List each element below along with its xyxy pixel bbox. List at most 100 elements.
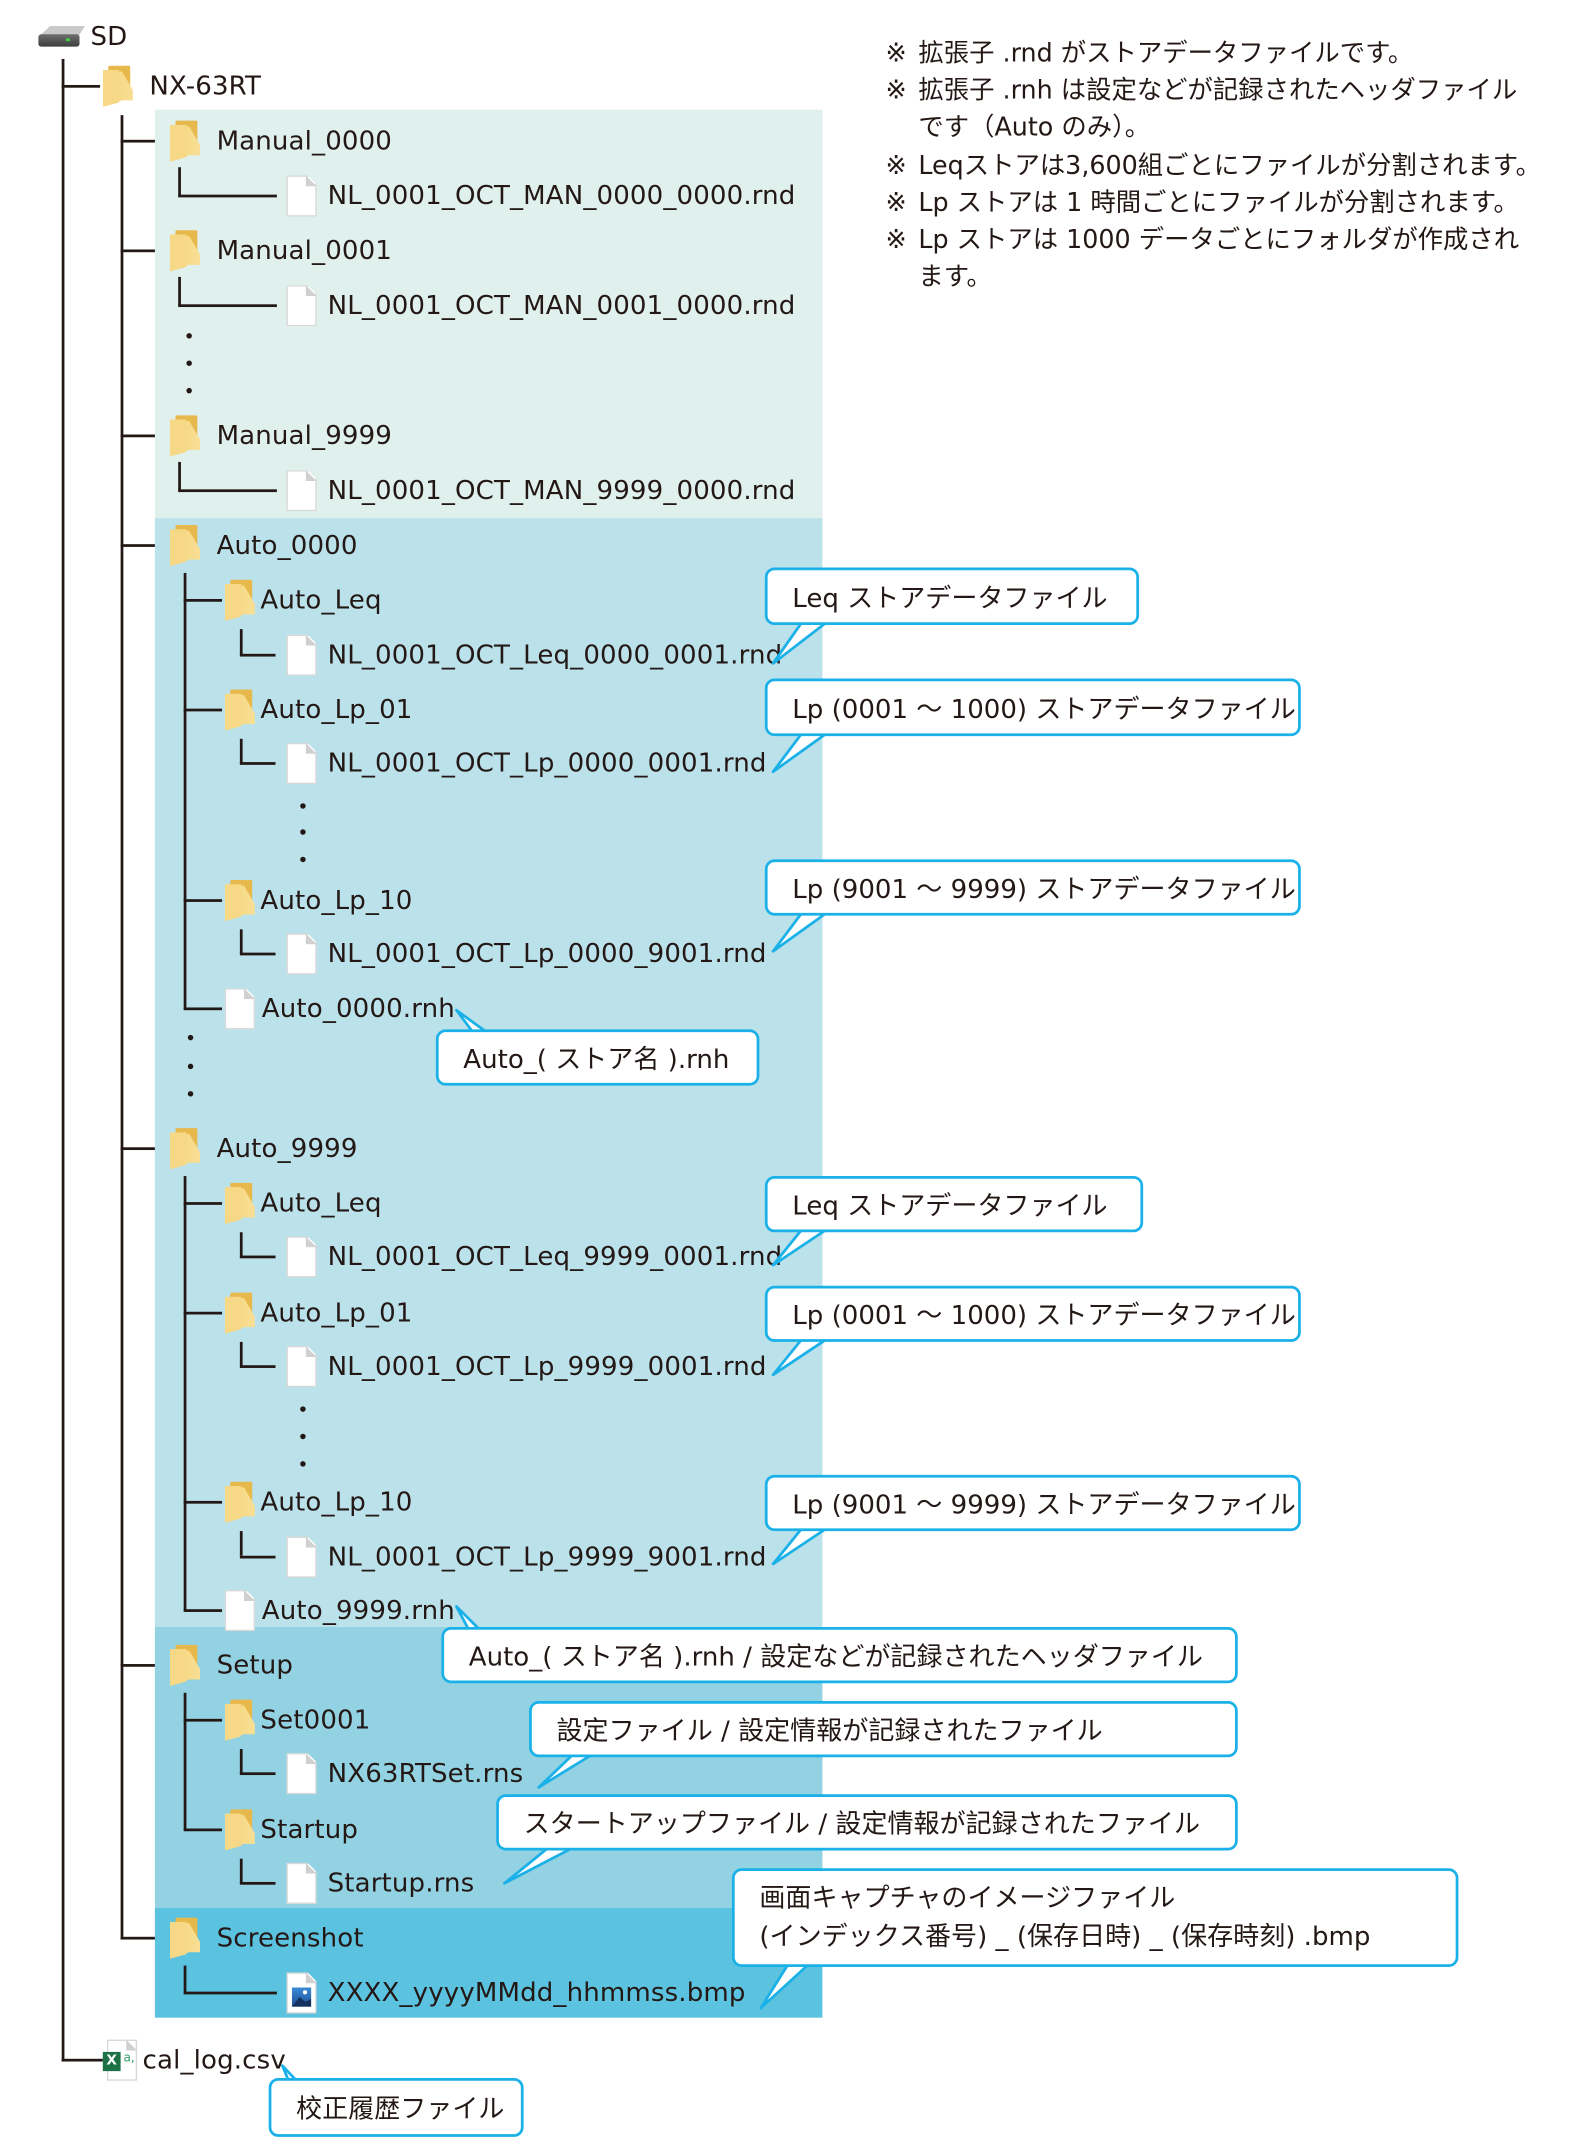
- tree-branch: [120, 1147, 155, 1151]
- callout-lp10-9999: Lp (9001 ～ 9999) ストアデータファイル: [764, 1474, 1301, 1532]
- folder-icon: [169, 230, 201, 272]
- file-icon: [286, 634, 317, 676]
- item-label: NX63RTSet.rns: [327, 1758, 524, 1789]
- tree-item-folder[interactable]: Manual_0001: [169, 230, 393, 272]
- tree-item-folder[interactable]: Screenshot: [169, 1917, 364, 1959]
- note-text: Lp ストアは 1000 データごとにフォルダが作成され: [918, 226, 1520, 255]
- tree-branch: [120, 1936, 155, 1940]
- item-label: SD: [90, 21, 128, 53]
- tree-branch: [239, 1555, 276, 1559]
- tree-item-file[interactable]: NL_0001_OCT_Lp_0000_0001.rnd: [286, 742, 767, 785]
- tree-line: [178, 461, 181, 491]
- tree-item-folder[interactable]: Auto_Lp_01: [224, 1292, 413, 1334]
- tree-item-folder[interactable]: Auto_9999: [169, 1128, 358, 1170]
- tree-item-file[interactable]: Startup.rns: [286, 1862, 475, 1904]
- tree-branch: [239, 653, 276, 657]
- note-lp-split: ※Lp ストアは 1 時間ごとにファイルが分割されます。: [885, 185, 1518, 222]
- tree-item-file[interactable]: NX63RTSet.rns: [286, 1753, 524, 1795]
- tree-branch: [239, 952, 276, 956]
- folder-icon: [224, 1292, 255, 1334]
- callout-leq-9999: Leq ストアデータファイル: [764, 1176, 1144, 1233]
- tree-item-file[interactable]: Auto_9999.rnh: [224, 1590, 455, 1632]
- tree-item-file[interactable]: NL_0001_OCT_Leq_0000_0001.rnd: [286, 634, 782, 676]
- tree-item-folder[interactable]: Setup: [169, 1644, 293, 1686]
- tree-line: [239, 738, 243, 764]
- note-text: Lp ストアは 1 時間ごとにファイルが分割されます。: [918, 189, 1519, 218]
- callout-lp01-0000: Lp (0001 ～ 1000) ストアデータファイル: [764, 678, 1301, 737]
- tree-line: [183, 1692, 187, 1830]
- callout-lp01-9999: Lp (0001 ～ 1000) ストアデータファイル: [764, 1285, 1301, 1342]
- tree-item-file[interactable]: NL_0001_OCT_MAN_0000_0000.rnd: [286, 175, 796, 217]
- tree-item-folder[interactable]: Auto_0000: [169, 524, 358, 567]
- tree-line: [239, 1858, 243, 1884]
- file-icon: [286, 285, 317, 327]
- tree-item-folder[interactable]: Set0001: [224, 1699, 371, 1741]
- tree-item-file[interactable]: NL_0001_OCT_Leq_9999_0001.rnd: [286, 1236, 782, 1278]
- tree-line: [239, 1232, 243, 1257]
- tree-item-file[interactable]: NL_0001_OCT_Lp_0000_9001.rnd: [286, 933, 766, 975]
- tree-item-device-folder[interactable]: NX-63RT: [102, 65, 261, 107]
- callout-lp10-0000: Lp (9001 ～ 9999) ストアデータファイル: [764, 859, 1301, 916]
- callout-set-file: 設定ファイル / 設定情報が記録されたファイル: [529, 1701, 1238, 1758]
- tree-item-folder[interactable]: Auto_Lp_10: [224, 879, 413, 922]
- item-label: Auto_Lp_10: [260, 885, 413, 916]
- folder-icon: [169, 120, 201, 162]
- item-label: NL_0001_OCT_MAN_0000_0000.rnd: [327, 180, 796, 212]
- item-label: NL_0001_OCT_Lp_0000_0001.rnd: [327, 748, 767, 779]
- file-icon: [286, 175, 317, 217]
- tree-item-folder[interactable]: Auto_Lp_10: [224, 1481, 413, 1523]
- callout-text: 画面キャプチャのイメージファイル: [759, 1883, 1176, 1914]
- tree-branch: [183, 1311, 223, 1315]
- tree-item-sd[interactable]: SD: [38, 16, 127, 57]
- tree-branch: [61, 84, 101, 88]
- callout-screenshot-file: 画面キャプチャのイメージファイル (インデックス番号) _ (保存日時) _ (…: [731, 1868, 1459, 1967]
- callout-text: (インデックス番号) _ (保存日時) _ (保存時刻) .bmp: [759, 1921, 1371, 1952]
- note-lp-folder: ※Lp ストアは 1000 データごとにフォルダが作成され ます。: [885, 222, 1519, 296]
- tree-branch: [183, 708, 223, 712]
- tree-item-file[interactable]: Auto_0000.rnh: [224, 988, 455, 1030]
- tree-item-folder[interactable]: Manual_9999: [169, 415, 392, 457]
- tree-item-file[interactable]: NL_0001_OCT_Lp_9999_0001.rnd: [286, 1346, 766, 1388]
- callout-startup-file: スタートアップファイル / 設定情報が記録されたファイル: [496, 1794, 1238, 1851]
- note-leq-split: ※Leqストアは3,600組ごとにファイルが分割されます。: [885, 148, 1541, 185]
- tree-item-folder[interactable]: Auto_Lp_01: [224, 689, 413, 731]
- item-label: Auto_0000: [216, 530, 358, 561]
- folder-icon: [224, 1481, 255, 1523]
- tree-item-folder[interactable]: Auto_Leq: [224, 1182, 382, 1225]
- file-icon: [286, 470, 317, 512]
- callout-cal-log: 校正履歴ファイル: [268, 2077, 524, 2137]
- ellipsis-dot: [187, 1034, 194, 1041]
- tree-item-folder[interactable]: Auto_Leq: [224, 579, 382, 621]
- note-mark: ※: [885, 152, 907, 181]
- folder-icon: [224, 879, 255, 922]
- tree-item-file[interactable]: NL_0001_OCT_Lp_9999_9001.rnd: [286, 1536, 766, 1578]
- sd-card-icon: [38, 26, 85, 48]
- tree-line: [239, 1531, 243, 1556]
- file-icon: [286, 1536, 317, 1578]
- item-label: XXXX_yyyyMMdd_hhmmss.bmp: [327, 1977, 746, 2009]
- tree-item-file[interactable]: NL_0001_OCT_MAN_9999_0000.rnd: [286, 470, 795, 512]
- item-label: Startup.rns: [327, 1868, 475, 1899]
- tree-item-file[interactable]: NL_0001_OCT_MAN_0001_0000.rnd: [286, 285, 795, 327]
- item-label: Manual_0000: [216, 126, 393, 157]
- note-rnd-extension: ※拡張子 .rnd がストアデータファイルです。: [885, 36, 1413, 73]
- tree-item-folder[interactable]: Startup: [224, 1809, 358, 1851]
- callout-text: 校正履歴ファイル: [296, 2094, 505, 2125]
- folder-icon: [224, 579, 255, 621]
- tree-item-folder[interactable]: Manual_0000: [169, 120, 393, 162]
- tree-branch: [183, 1828, 223, 1832]
- item-label: Auto_9999.rnh: [261, 1595, 455, 1626]
- folder-icon: [169, 1917, 201, 1959]
- tree-branch: [178, 489, 277, 493]
- callout-text: Lp (9001 ～ 9999) ストアデータファイル: [792, 1489, 1296, 1521]
- folder-icon: [169, 1644, 201, 1686]
- item-label: Set0001: [260, 1705, 371, 1736]
- item-label: Manual_0001: [216, 235, 393, 266]
- tree-line: [239, 629, 243, 656]
- tree-item-file[interactable]: XXXX_yyyyMMdd_hhmmss.bmp: [286, 1972, 746, 2014]
- tree-branch: [183, 598, 223, 602]
- folder-icon: [224, 1182, 255, 1225]
- callout-text: 設定ファイル / 設定情報が記録されたファイル: [556, 1716, 1103, 1747]
